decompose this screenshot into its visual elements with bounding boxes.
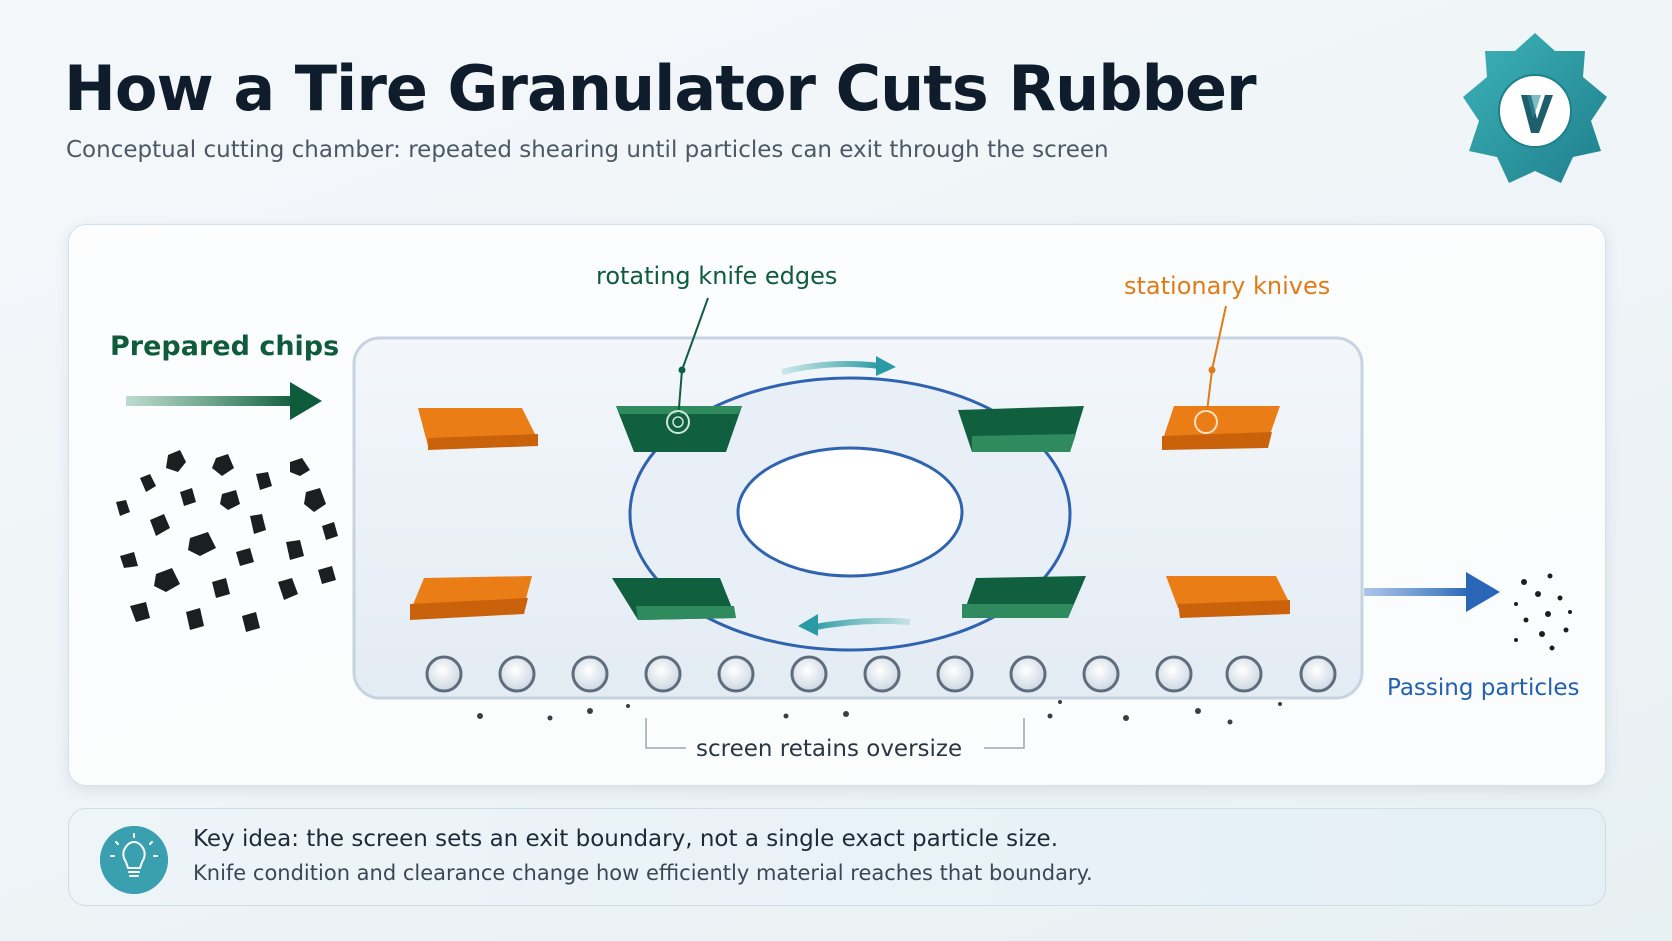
- prepared-chips: [116, 450, 338, 632]
- key-idea-line-1: Key idea: the screen sets an exit bounda…: [193, 826, 1059, 852]
- key-idea-callout: [68, 808, 1606, 906]
- stationary-knife-label: stationary knives: [1124, 272, 1330, 300]
- rotation-arrow-bottom: [798, 614, 911, 636]
- screen-label: screen retains oversize: [696, 736, 962, 762]
- passing-particles: [1514, 573, 1572, 651]
- screen-hole: [863, 655, 901, 693]
- key-idea-line-2: Knife condition and clearance change how…: [193, 861, 1093, 885]
- falling-particles: [477, 700, 1282, 725]
- screen-bracket: [645, 718, 1025, 749]
- screen: [425, 655, 1337, 693]
- gear-logo-icon: [1463, 33, 1607, 183]
- rotor: [628, 376, 1072, 652]
- screen-hole: [571, 655, 609, 693]
- lightbulb-icon: [100, 826, 168, 894]
- rotating-knife-bottom-left: [612, 578, 736, 620]
- output-arrow: [1364, 572, 1500, 612]
- screen-hole: [425, 655, 463, 693]
- screen-hole: [1299, 655, 1337, 693]
- screen-hole: [1082, 655, 1120, 693]
- screen-hole: [717, 655, 755, 693]
- page-subtitle: Conceptual cutting chamber: repeated she…: [66, 137, 1109, 163]
- screen-hole: [1225, 655, 1263, 693]
- output-label: Passing particles: [1387, 675, 1580, 701]
- stationary-knife-top-right: [1162, 406, 1280, 450]
- screen-hole: [1155, 655, 1193, 693]
- screen-hole: [790, 655, 828, 693]
- input-label: Prepared chips: [110, 331, 339, 362]
- input-arrow: [126, 382, 322, 420]
- rotating-knife-leader: [666, 297, 709, 434]
- rotating-knife-top-right: [958, 406, 1084, 452]
- rotation-arrow-top: [781, 356, 896, 376]
- screen-hole: [936, 655, 974, 693]
- stationary-knife-leader: [1194, 305, 1227, 434]
- rotating-knife-label: rotating knife edges: [596, 262, 837, 290]
- stationary-knife-top-left: [418, 408, 538, 450]
- stationary-knife-bottom-left: [410, 576, 532, 620]
- page-title: How a Tire Granulator Cuts Rubber: [64, 52, 1257, 125]
- stationary-knife-bottom-right: [1166, 576, 1290, 618]
- screen-hole: [498, 655, 536, 693]
- rotating-knife-bottom-right: [962, 576, 1086, 618]
- screen-hole: [644, 655, 682, 693]
- rotating-knife-top-left: [616, 406, 742, 452]
- screen-hole: [1009, 655, 1047, 693]
